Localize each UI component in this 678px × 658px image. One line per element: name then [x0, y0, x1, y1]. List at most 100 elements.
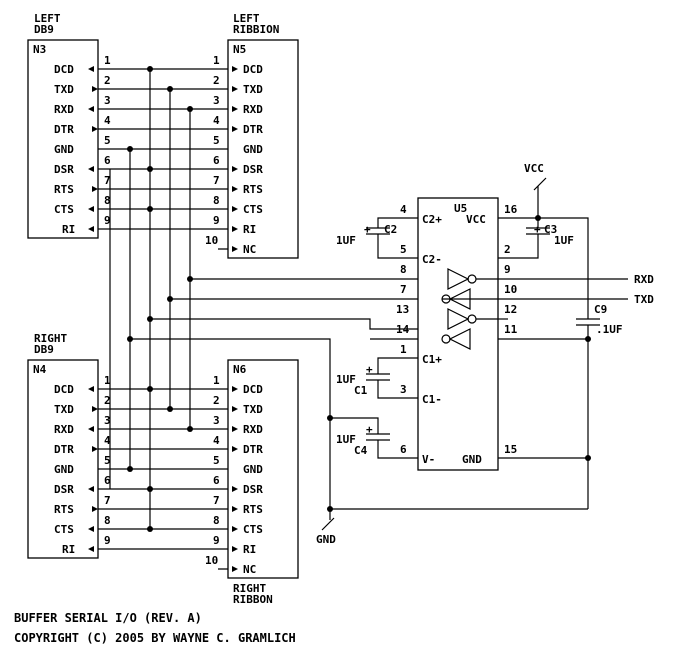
right-ribbon-pin-sig: NC	[243, 563, 256, 576]
right-ribbon-pin-num: 7	[213, 494, 220, 507]
right-ribbon-pin: NC 10	[205, 554, 256, 576]
chip-pin-num: 13	[396, 303, 409, 316]
left-db9-pin: DCD 1	[54, 54, 111, 76]
c4-value: 1UF	[336, 433, 356, 446]
left-db9-pin-sig: RI	[62, 223, 75, 236]
chip-pin-num: 12	[504, 303, 517, 316]
c1-plus: +	[366, 363, 373, 376]
right-ribbon-pin-num: 3	[213, 414, 220, 427]
left-ribbon-pin-num: 6	[213, 154, 220, 167]
c2-value: 1UF	[336, 234, 356, 247]
left-db9-pin-num: 4	[104, 114, 111, 127]
chip-ref: U5	[454, 202, 467, 215]
capacitor-c9: C9 .1UF	[576, 303, 623, 509]
left-ribbon-pin-sig: RTS	[243, 183, 263, 196]
left-db9-pin-sig: RTS	[54, 183, 74, 196]
chip-pin-num: 16	[504, 203, 518, 216]
left-ribbon-pin-sig: GND	[243, 143, 263, 156]
capacitor-c3: + C3 1UF	[498, 218, 574, 259]
left-ribbon-title-1: LEFT	[233, 12, 260, 25]
right-db9-pin-num: 4	[104, 434, 111, 447]
chip-pin-num: 4	[400, 203, 407, 216]
left-db9-pin-num: 3	[104, 94, 111, 107]
right-db9-pin-sig: DTR	[54, 443, 74, 456]
right-ribbon-pin-sig: CTS	[243, 523, 263, 536]
chip-pin-label: C2+	[422, 213, 442, 226]
left-db9-pin: RTS 7	[54, 174, 111, 196]
right-ribbon-pin-num: 10	[205, 554, 218, 567]
c2-plus: +	[364, 223, 371, 236]
capacitor-c1: + 1UF C1	[336, 357, 418, 399]
right-ribbon-pin-sig: DCD	[243, 383, 263, 396]
c3-ref: C3	[544, 223, 557, 236]
footer: BUFFER SERIAL I/O (REV. A) COPYRIGHT (C)…	[14, 611, 296, 645]
rxd-out-label: RXD	[634, 273, 654, 286]
chip-pin-num: 5	[400, 243, 407, 256]
right-db9-pin-sig: TXD	[54, 403, 74, 416]
right-ribbon-pin-sig: RXD	[243, 423, 263, 436]
left-db9-pin: RI9	[62, 214, 111, 236]
chip-pin-num: 8	[400, 263, 407, 276]
right-ribbon-pin-num: 4	[213, 434, 220, 447]
right-ribbon-pin: RI9	[213, 534, 256, 556]
right-ribbon-pin-num: 2	[213, 394, 220, 407]
c1-value: 1UF	[336, 373, 356, 386]
left-db9-pin-num: 6	[104, 154, 111, 167]
left-db9-pin-sig: DCD	[54, 63, 74, 76]
left-ribbon-pin-num: 2	[213, 74, 220, 87]
left-ribbon-pin-num: 10	[205, 234, 218, 247]
right-ribbon-pin-num: 8	[213, 514, 220, 527]
vcc-label: VCC	[524, 162, 544, 175]
right-db9-pin-sig: RXD	[54, 423, 74, 436]
right-db9-pin-sig: RI	[62, 543, 75, 556]
chip-pin-num: 3	[400, 383, 407, 396]
right-ribbon-pin: CTS 8	[213, 514, 263, 536]
chip-pin-label: VCC	[466, 213, 486, 226]
left-ribbon-ref: N5	[233, 43, 246, 56]
left-ribbon-pin-num: 8	[213, 194, 220, 207]
right-ribbon-pin: RXD 3	[213, 414, 263, 436]
left-db9-pin-num: 8	[104, 194, 111, 207]
c4-plus: +	[366, 423, 373, 436]
left-ribbon-pin-sig: NC	[243, 243, 256, 256]
right-ribbon-body	[227, 359, 299, 579]
right-db9-pin-num: 1	[104, 374, 111, 387]
right-bus-wires	[88, 386, 238, 572]
left-db9-pin-num: 5	[104, 134, 111, 147]
left-db9-pin-num: 7	[104, 174, 111, 187]
footer-copyright: COPYRIGHT (C) 2005 BY WAYNE C. GRAMLICH	[14, 631, 296, 645]
chip-pin-num: 7	[400, 283, 407, 296]
right-ribbon-pin-sig: DSR	[243, 483, 263, 496]
left-ribbon-pin: GND 5	[213, 134, 263, 156]
right-ribbon-pin-sig: RTS	[243, 503, 263, 516]
capacitor-c2: + C2 1UF	[336, 217, 418, 259]
left-ribbon-body	[227, 39, 299, 259]
left-ribbon-pin-sig: RXD	[243, 103, 263, 116]
right-ribbon-pin-num: 9	[213, 534, 220, 547]
chip-pin-num: 15	[504, 443, 517, 456]
right-db9-title-1: RIGHT	[34, 332, 67, 345]
left-db9-pin-sig: DTR	[54, 123, 74, 136]
left-ribbon-pin-num: 5	[213, 134, 220, 147]
right-db9-pin-sig: CTS	[54, 523, 74, 536]
right-ribbon-pin-sig: TXD	[243, 403, 263, 416]
left-ribbon-pin-sig: DTR	[243, 123, 263, 136]
buffer-triangles	[441, 268, 477, 350]
left-db9-pin-sig: DSR	[54, 163, 74, 176]
c3-plus: +	[534, 223, 541, 236]
right-db9-ref: N4	[33, 363, 47, 376]
left-db9-pin-num: 1	[104, 54, 111, 67]
left-bus-wires	[88, 66, 238, 252]
